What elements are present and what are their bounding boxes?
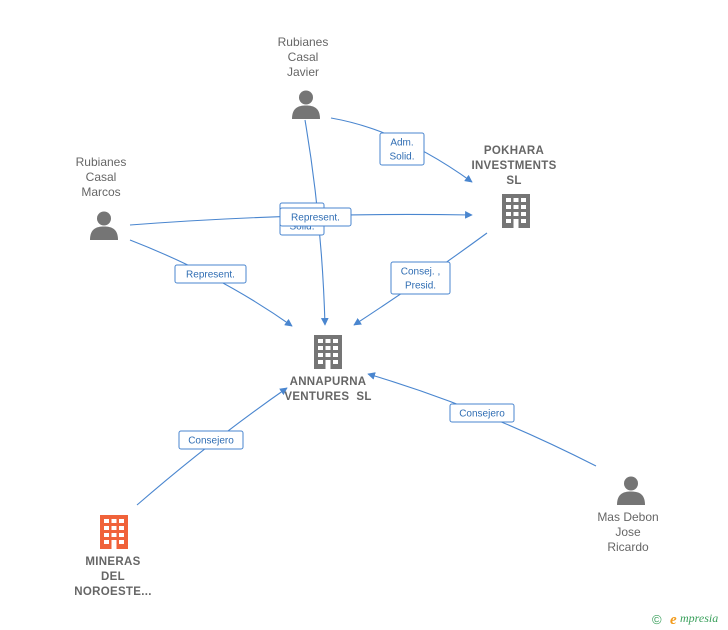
edge-rubianes_marcos-to-pokhara[interactable]: Represent. xyxy=(129,207,473,227)
node-label-line: POKHARA xyxy=(484,145,544,157)
node-label-line: SL xyxy=(506,175,521,187)
node-label-line: DEL xyxy=(101,571,125,583)
node-label-line: Casal xyxy=(86,170,117,184)
node-label-line: Rubianes xyxy=(76,155,127,169)
edge-rubianes_marcos-to-annapurna[interactable]: Represent. xyxy=(129,239,293,327)
edge-label-text: Solid. xyxy=(289,222,314,233)
edge-label-text: Adm. xyxy=(390,138,413,149)
edge-label-text: Consejero xyxy=(188,436,234,447)
edge-rubianes_javier-to-pokhara[interactable]: Adm. Solid. xyxy=(330,117,473,183)
building-icon xyxy=(100,515,128,549)
edges-layer: Adm.Solid.Adm.Solid.Represent.Represent.… xyxy=(129,117,597,506)
node-label-line: Marcos xyxy=(81,185,120,199)
node-label-line: Jose xyxy=(615,525,641,539)
edge-label-box xyxy=(178,430,244,450)
edge-pokhara-to-annapurna[interactable]: Consej. , Presid. xyxy=(353,232,488,326)
edge-label-box xyxy=(379,132,425,166)
copyright-symbol: © xyxy=(652,612,662,627)
edge-label-box xyxy=(279,207,352,227)
node-label-line: NOROESTE... xyxy=(74,586,151,598)
node-label-line: Javier xyxy=(287,65,319,79)
node-label-line: VENTURES SL xyxy=(284,391,371,403)
brand-initial: e xyxy=(670,612,677,628)
edge-label-box xyxy=(449,403,515,423)
node-label-line: INVESTMENTS xyxy=(471,160,556,172)
node-annapurna[interactable]: ANNAPURNA VENTURES SL xyxy=(284,335,371,403)
edge-mineras-to-annapurna[interactable]: Consejero xyxy=(136,387,288,506)
node-label-line: Casal xyxy=(288,50,319,64)
edge-label-text: Represent. xyxy=(291,213,340,224)
edge-label-box xyxy=(174,264,247,284)
building-icon xyxy=(314,335,342,369)
empresia-logo[interactable]: © e mpresia xyxy=(652,611,718,628)
edge-label-text: Consej. , xyxy=(401,267,440,278)
nodes-layer: RubianesCasalJavierRubianesCasalMarcosPO… xyxy=(74,35,658,598)
person-icon xyxy=(617,476,645,505)
edge-label-text: Represent. xyxy=(186,270,235,281)
edge-label-text: Solid. xyxy=(389,152,414,163)
edge-mas_debon-to-annapurna[interactable]: Consejero xyxy=(367,372,597,467)
person-icon xyxy=(292,90,320,119)
node-label-line: Ricardo xyxy=(607,540,649,554)
node-label-line: MINERAS xyxy=(85,556,140,568)
edge-label-text: Consejero xyxy=(459,409,505,420)
person-icon xyxy=(90,211,118,240)
node-label-line: Mas Debon xyxy=(597,510,658,524)
node-mineras[interactable]: MINERAS DEL NOROESTE... xyxy=(74,515,151,598)
node-pokhara[interactable]: POKHARA INVESTMENTS SL xyxy=(471,145,556,228)
edge-label-box xyxy=(390,261,451,295)
node-label-line: ANNAPURNA xyxy=(290,376,367,388)
edge-label-text: Presid. xyxy=(405,281,436,292)
node-label-line: Rubianes xyxy=(278,35,329,49)
brand-name: mpresia xyxy=(680,611,718,625)
building-icon xyxy=(502,194,530,228)
